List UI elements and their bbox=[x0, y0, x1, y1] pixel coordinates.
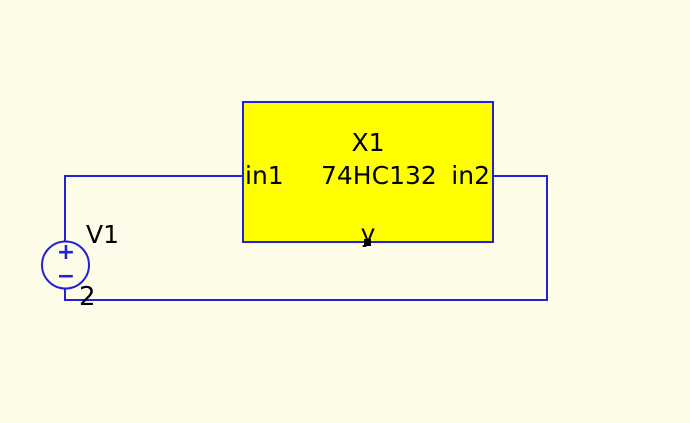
source-value-label: 2 bbox=[79, 282, 96, 312]
voltage-source-circle[interactable] bbox=[41, 240, 90, 290]
component-part-number: 74HC132 bbox=[321, 161, 437, 190]
plus-icon: + bbox=[56, 240, 76, 265]
voltage-source-symbol[interactable] bbox=[38, 237, 94, 293]
minus-icon: − bbox=[56, 264, 76, 289]
pin-label-in1: in1 bbox=[245, 161, 284, 190]
pin-marker-y[interactable] bbox=[364, 239, 371, 246]
component-designator: X1 bbox=[351, 128, 385, 157]
wire-source-to-in2[interactable] bbox=[64, 175, 548, 301]
component-x1[interactable]: X1 in1 74HC132 in2 y bbox=[242, 101, 494, 246]
source-designator-label: V1 bbox=[86, 220, 120, 249]
pin-label-in2: in2 bbox=[451, 161, 490, 190]
wire-in1-to-source[interactable] bbox=[64, 175, 243, 242]
